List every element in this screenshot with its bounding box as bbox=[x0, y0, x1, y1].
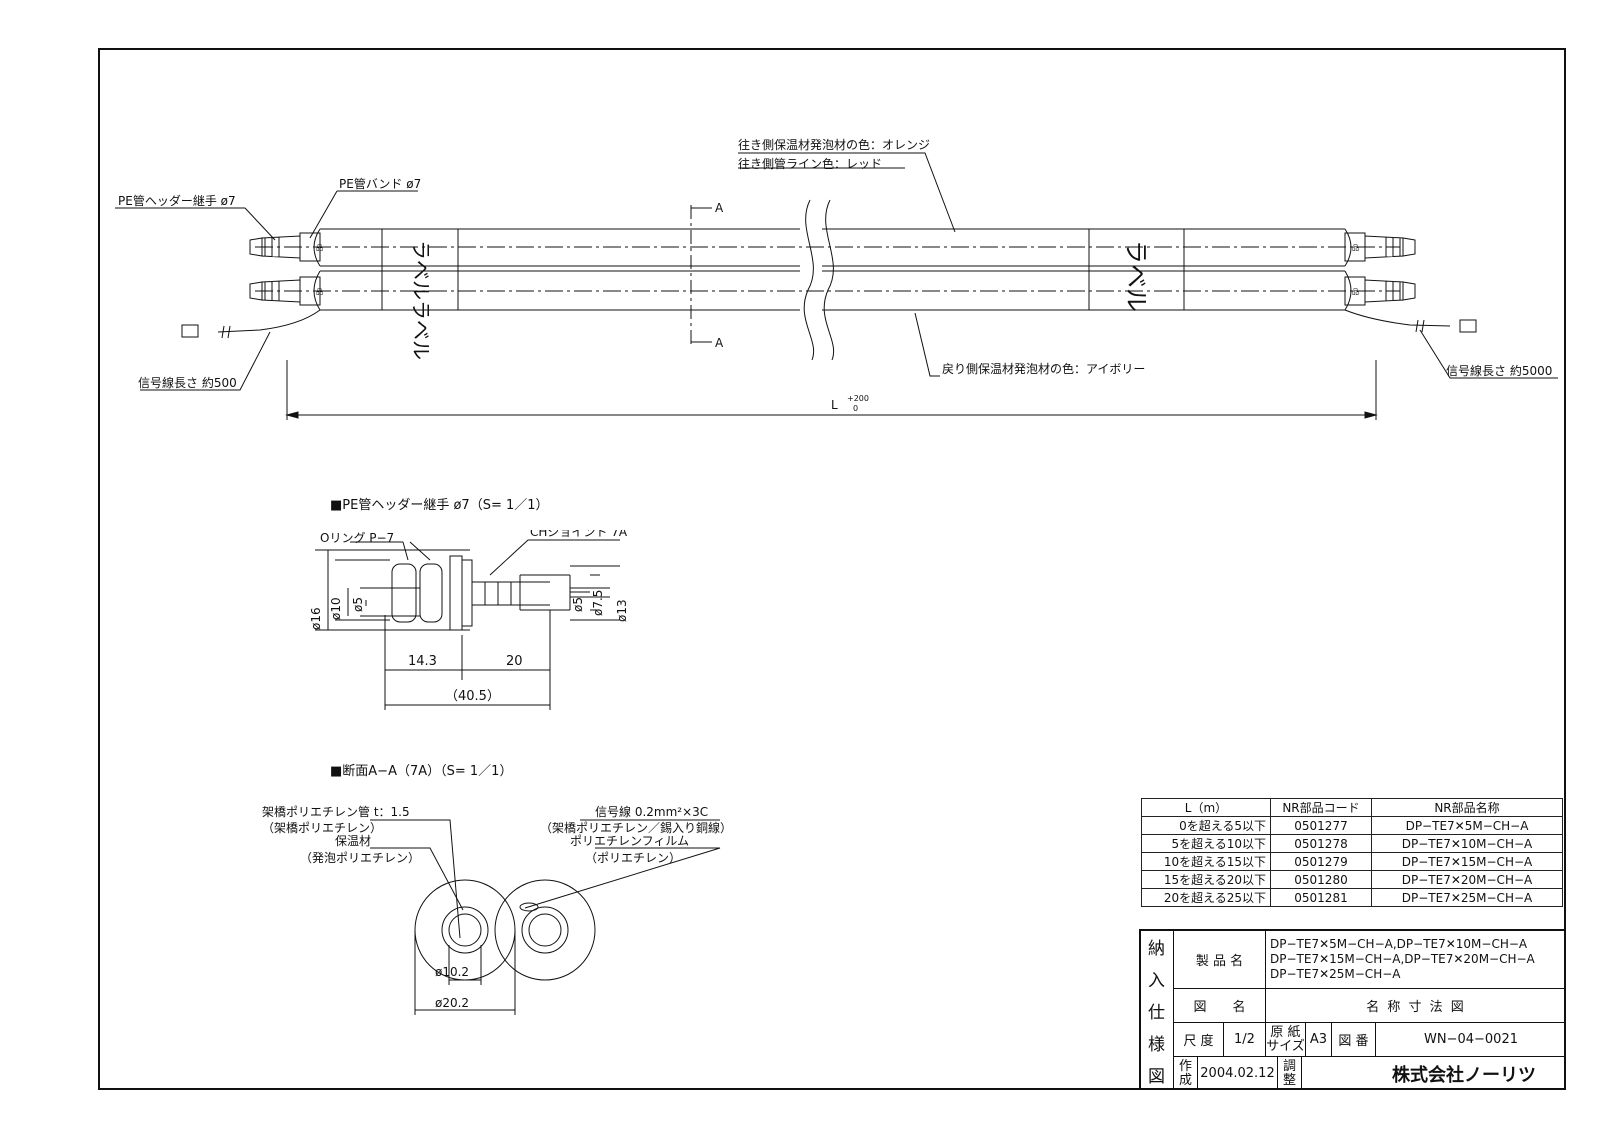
table-row: 15を超える20以下 0501280 DP−TE7✕20M−CH−A bbox=[1141, 870, 1563, 889]
insulation-label: 保温材 bbox=[335, 834, 371, 848]
dim-14-3: 14.3 bbox=[408, 654, 437, 669]
band-tag: 品 bbox=[1352, 244, 1359, 252]
length-tol-zero: 0 bbox=[853, 404, 858, 413]
header-name: NR部品名称 bbox=[1371, 798, 1563, 817]
product-label: 製 品 名 bbox=[1173, 931, 1265, 988]
dim-d5-left: ø5 bbox=[351, 597, 365, 612]
film-label-sub: （ポリエチレン） bbox=[585, 851, 681, 865]
cell-code: 0501281 bbox=[1270, 888, 1372, 907]
pe-band-label: PE管バンド ø7 bbox=[339, 177, 422, 191]
cell-name: DP−TE7✕20M−CH−A bbox=[1371, 870, 1563, 889]
tube-label-right: ラベル bbox=[1122, 240, 1150, 312]
insulation-label-sub: （発泡ポリエチレン） bbox=[300, 851, 420, 865]
length-tol-plus: +200 bbox=[847, 394, 869, 403]
dim-d75: ø7.5 bbox=[591, 590, 605, 616]
cell-code: 0501280 bbox=[1270, 870, 1372, 889]
parts-table: L（m） NR部品コード NR部品名称 0を超える5以下 0501277 DP−… bbox=[1141, 798, 1563, 907]
cell-name: DP−TE7✕5M−CH−A bbox=[1371, 816, 1563, 835]
dim-20: 20 bbox=[506, 654, 523, 669]
made-value: 2004.02.12 bbox=[1197, 1056, 1277, 1090]
dim-outer: ø20.2 bbox=[435, 996, 469, 1010]
number-value: WN−04−0021 bbox=[1375, 1022, 1566, 1056]
oring-label: Oリング P−7 bbox=[320, 531, 394, 545]
product-names: DP−TE7✕5M−CH−A,DP−TE7✕10M−CH−A DP−TE7✕15… bbox=[1265, 931, 1566, 988]
forward-line-color-label: 往き側管ライン色：レッド bbox=[738, 157, 883, 171]
drawing-name-label: 図 名 bbox=[1173, 988, 1265, 1022]
joint-detail-drawing: ø16 ø10 ø5 ø5 ø7.5 ø13 14.3 20 （40.5） Oリ… bbox=[309, 530, 629, 710]
band-tag: 品 bbox=[316, 244, 323, 252]
adjust-label: 調 整 bbox=[1277, 1056, 1301, 1090]
dim-inner: ø10.2 bbox=[435, 965, 469, 979]
joint-detail-title: ■PE管ヘッダー継手 ø7（S= 1／1） bbox=[330, 498, 549, 513]
cell-name: DP−TE7✕25M−CH−A bbox=[1371, 888, 1563, 907]
cell-length: 10を超える15以下 bbox=[1141, 852, 1271, 871]
band-tag: 品 bbox=[316, 288, 323, 296]
tube-label-left: ラベルラベル bbox=[409, 240, 433, 360]
dim-d5-right: ø5 bbox=[571, 597, 585, 612]
cell-length: 15を超える20以下 bbox=[1141, 870, 1271, 889]
dim-d13: ø13 bbox=[615, 599, 629, 622]
pe-joint-label: PE管ヘッダー継手 ø7 bbox=[118, 194, 236, 208]
cell-name: DP−TE7✕15M−CH−A bbox=[1371, 852, 1563, 871]
company-name: 株式会社ノーリツ bbox=[1301, 1056, 1566, 1090]
table-row: 10を超える15以下 0501279 DP−TE7✕15M−CH−A bbox=[1141, 852, 1563, 871]
dim-d16: ø16 bbox=[309, 607, 323, 630]
signal-wire-label: 信号線 0.2mm²×3C bbox=[595, 804, 708, 819]
cell-length: 0を超える5以下 bbox=[1141, 816, 1271, 835]
ch-joint-label: CHジョイント 7A bbox=[530, 530, 628, 539]
title-block: 納 入 仕 様 図 製 品 名 DP−TE7✕5M−CH−A,DP−TE7✕10… bbox=[1139, 929, 1566, 1090]
table-row: 0を超える5以下 0501277 DP−TE7✕5M−CH−A bbox=[1141, 816, 1563, 835]
scale-label: 尺 度 bbox=[1173, 1022, 1223, 1056]
section-mark-bottom: A bbox=[715, 336, 724, 350]
side-label: 納 入 仕 様 図 bbox=[1148, 939, 1166, 1087]
signal-wire-label-sub: （架橋ポリエチレン／錫入り銅線） bbox=[540, 820, 732, 835]
table-row: 20を超える25以下 0501281 DP−TE7✕25M−CH−A bbox=[1141, 888, 1563, 907]
scale-value: 1/2 bbox=[1223, 1022, 1265, 1056]
cell-code: 0501277 bbox=[1270, 816, 1372, 835]
main-pipe-view: A A L +200 0 ラベルラベル ラベル 品 品 品 品 bbox=[115, 152, 1558, 420]
cell-length: 20を超える25以下 bbox=[1141, 888, 1271, 907]
dim-40-5: （40.5） bbox=[445, 689, 500, 704]
paper-label: 原 紙 サイズ bbox=[1265, 1022, 1305, 1056]
band-tag: 品 bbox=[1352, 288, 1359, 296]
cell-code: 0501279 bbox=[1270, 852, 1372, 871]
length-label: L bbox=[831, 398, 838, 412]
signal-length-left: 信号線長さ 約500 bbox=[138, 376, 237, 390]
pipe-label: 架橋ポリエチレン管 t：1.5 bbox=[262, 804, 410, 819]
forward-foam-color-label: 往き側保温材発泡材の色：オレンジ bbox=[738, 138, 931, 152]
cell-length: 5を超える10以下 bbox=[1141, 834, 1271, 853]
header-length: L（m） bbox=[1141, 798, 1271, 817]
cell-code: 0501278 bbox=[1270, 834, 1372, 853]
section-detail-drawing: 架橋ポリエチレン管 t：1.5 （架橋ポリエチレン） 保温材 （発泡ポリエチレン… bbox=[262, 804, 732, 1015]
pipe-label-sub: （架橋ポリエチレン） bbox=[262, 821, 382, 835]
number-label: 図 番 bbox=[1331, 1022, 1375, 1056]
section-mark-top: A bbox=[715, 201, 724, 215]
made-label: 作 成 bbox=[1173, 1056, 1197, 1090]
drawing-frame bbox=[98, 48, 1566, 1090]
table-header-row: L（m） NR部品コード NR部品名称 bbox=[1141, 798, 1563, 817]
drawing-name-value: 名 称 寸 法 図 bbox=[1265, 988, 1566, 1022]
dim-d10: ø10 bbox=[329, 597, 343, 620]
cell-name: DP−TE7✕10M−CH−A bbox=[1371, 834, 1563, 853]
table-row: 5を超える10以下 0501278 DP−TE7✕10M−CH−A bbox=[1141, 834, 1563, 853]
film-label: ポリエチレンフィルム bbox=[570, 834, 689, 848]
section-detail-title: ■断面A−A（7A）（S= 1／1） bbox=[330, 764, 513, 779]
signal-length-right: 信号線長さ 約5000 bbox=[1446, 364, 1553, 378]
paper-value: A3 bbox=[1305, 1022, 1331, 1056]
return-foam-color-label: 戻り側保温材発泡材の色：アイボリー bbox=[942, 362, 1146, 376]
header-code: NR部品コード bbox=[1270, 798, 1372, 817]
